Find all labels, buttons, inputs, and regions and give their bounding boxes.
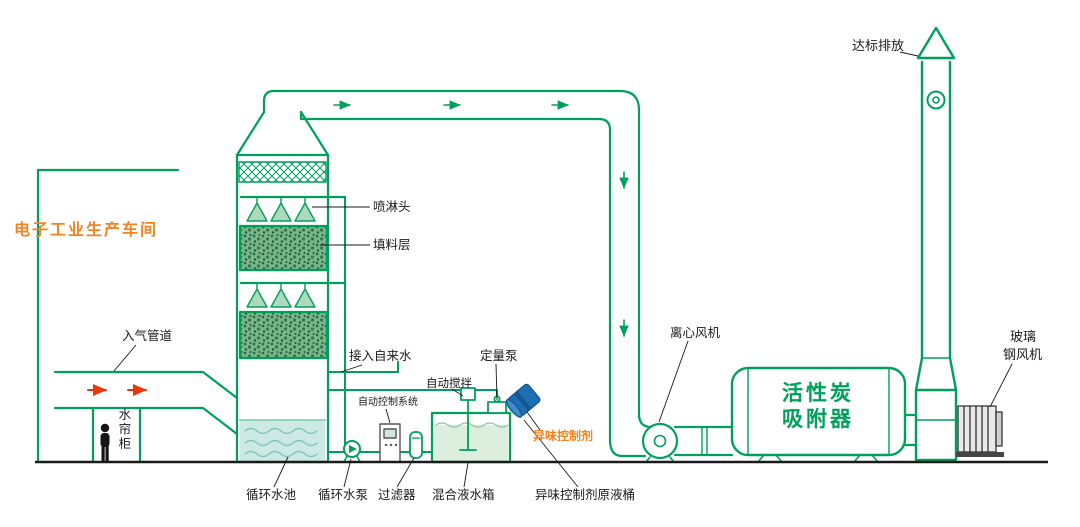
label-spray-heads: 喷淋头 — [373, 199, 411, 214]
packing-layer-1 — [238, 224, 329, 272]
auto-stirrer-unit — [459, 387, 477, 451]
frp-fan-unit — [914, 388, 1004, 462]
water-pool — [238, 419, 327, 461]
leader-lines — [113, 51, 1013, 488]
label-water-curtain-cabinet: 水帘柜 — [116, 408, 132, 452]
label-metering-pump: 定量泵 — [480, 348, 518, 363]
exhaust-stack — [914, 26, 958, 392]
fan-motor — [956, 405, 1004, 457]
label-frp-fan-line1: 玻璃 — [1010, 330, 1037, 345]
packing-layer-2 — [238, 310, 329, 360]
label-filter: 过滤器 — [378, 487, 416, 502]
label-odor-control-agent: 异味控制剂 — [533, 429, 594, 443]
label-carbon-adsorber-line2: 吸附器 — [782, 407, 854, 431]
label-carbon-adsorber-line1: 活性炭 — [782, 381, 854, 405]
label-odor-agent-drum: 异味控制剂原液桶 — [535, 487, 636, 502]
stack-port — [926, 90, 946, 110]
label-mixing-tank: 混合液水箱 — [432, 487, 495, 502]
inlet-duct — [53, 370, 239, 436]
label-workshop: 电子工业生产车间 — [14, 220, 159, 239]
spray-nozzles-mid — [239, 281, 347, 308]
label-auto-stirrer: 自动搅拌 — [426, 376, 472, 390]
label-frp-fan-line2: 钢风机 — [1003, 348, 1043, 363]
circulating-pump — [343, 440, 361, 463]
person-figure — [100, 423, 110, 462]
spray-tower — [235, 110, 330, 464]
label-auto-control-system: 自动控制系统 — [358, 397, 418, 408]
label-inlet-duct: 入气管道 — [122, 328, 173, 343]
tap-water-pipe — [327, 361, 399, 373]
carbon-adsorber — [730, 366, 918, 463]
duct-flow-arrows — [333, 100, 629, 337]
label-circulating-pump: 循环水泵 — [318, 487, 369, 502]
spray-nozzles-top — [239, 195, 347, 222]
mixing-tank — [430, 411, 512, 464]
label-compliant-discharge: 达标排放 — [852, 39, 905, 54]
main-duct — [262, 89, 653, 458]
label-tap-water-inlet: 接入自来水 — [349, 348, 412, 363]
agent-barrel — [505, 383, 541, 418]
water-curtain-cabinet — [91, 406, 142, 464]
demister-band — [238, 161, 327, 183]
label-circulating-pool: 循环水池 — [246, 487, 297, 502]
label-centrifugal-fan: 离心风机 — [670, 325, 721, 340]
label-packing-layer: 填料层 — [373, 237, 411, 252]
workshop-walls — [36, 168, 180, 464]
filter-unit — [409, 431, 423, 459]
control-cabinet — [379, 423, 401, 463]
centrifugal-fan-unit — [641, 422, 734, 463]
spray-supply-pipe — [327, 196, 347, 453]
